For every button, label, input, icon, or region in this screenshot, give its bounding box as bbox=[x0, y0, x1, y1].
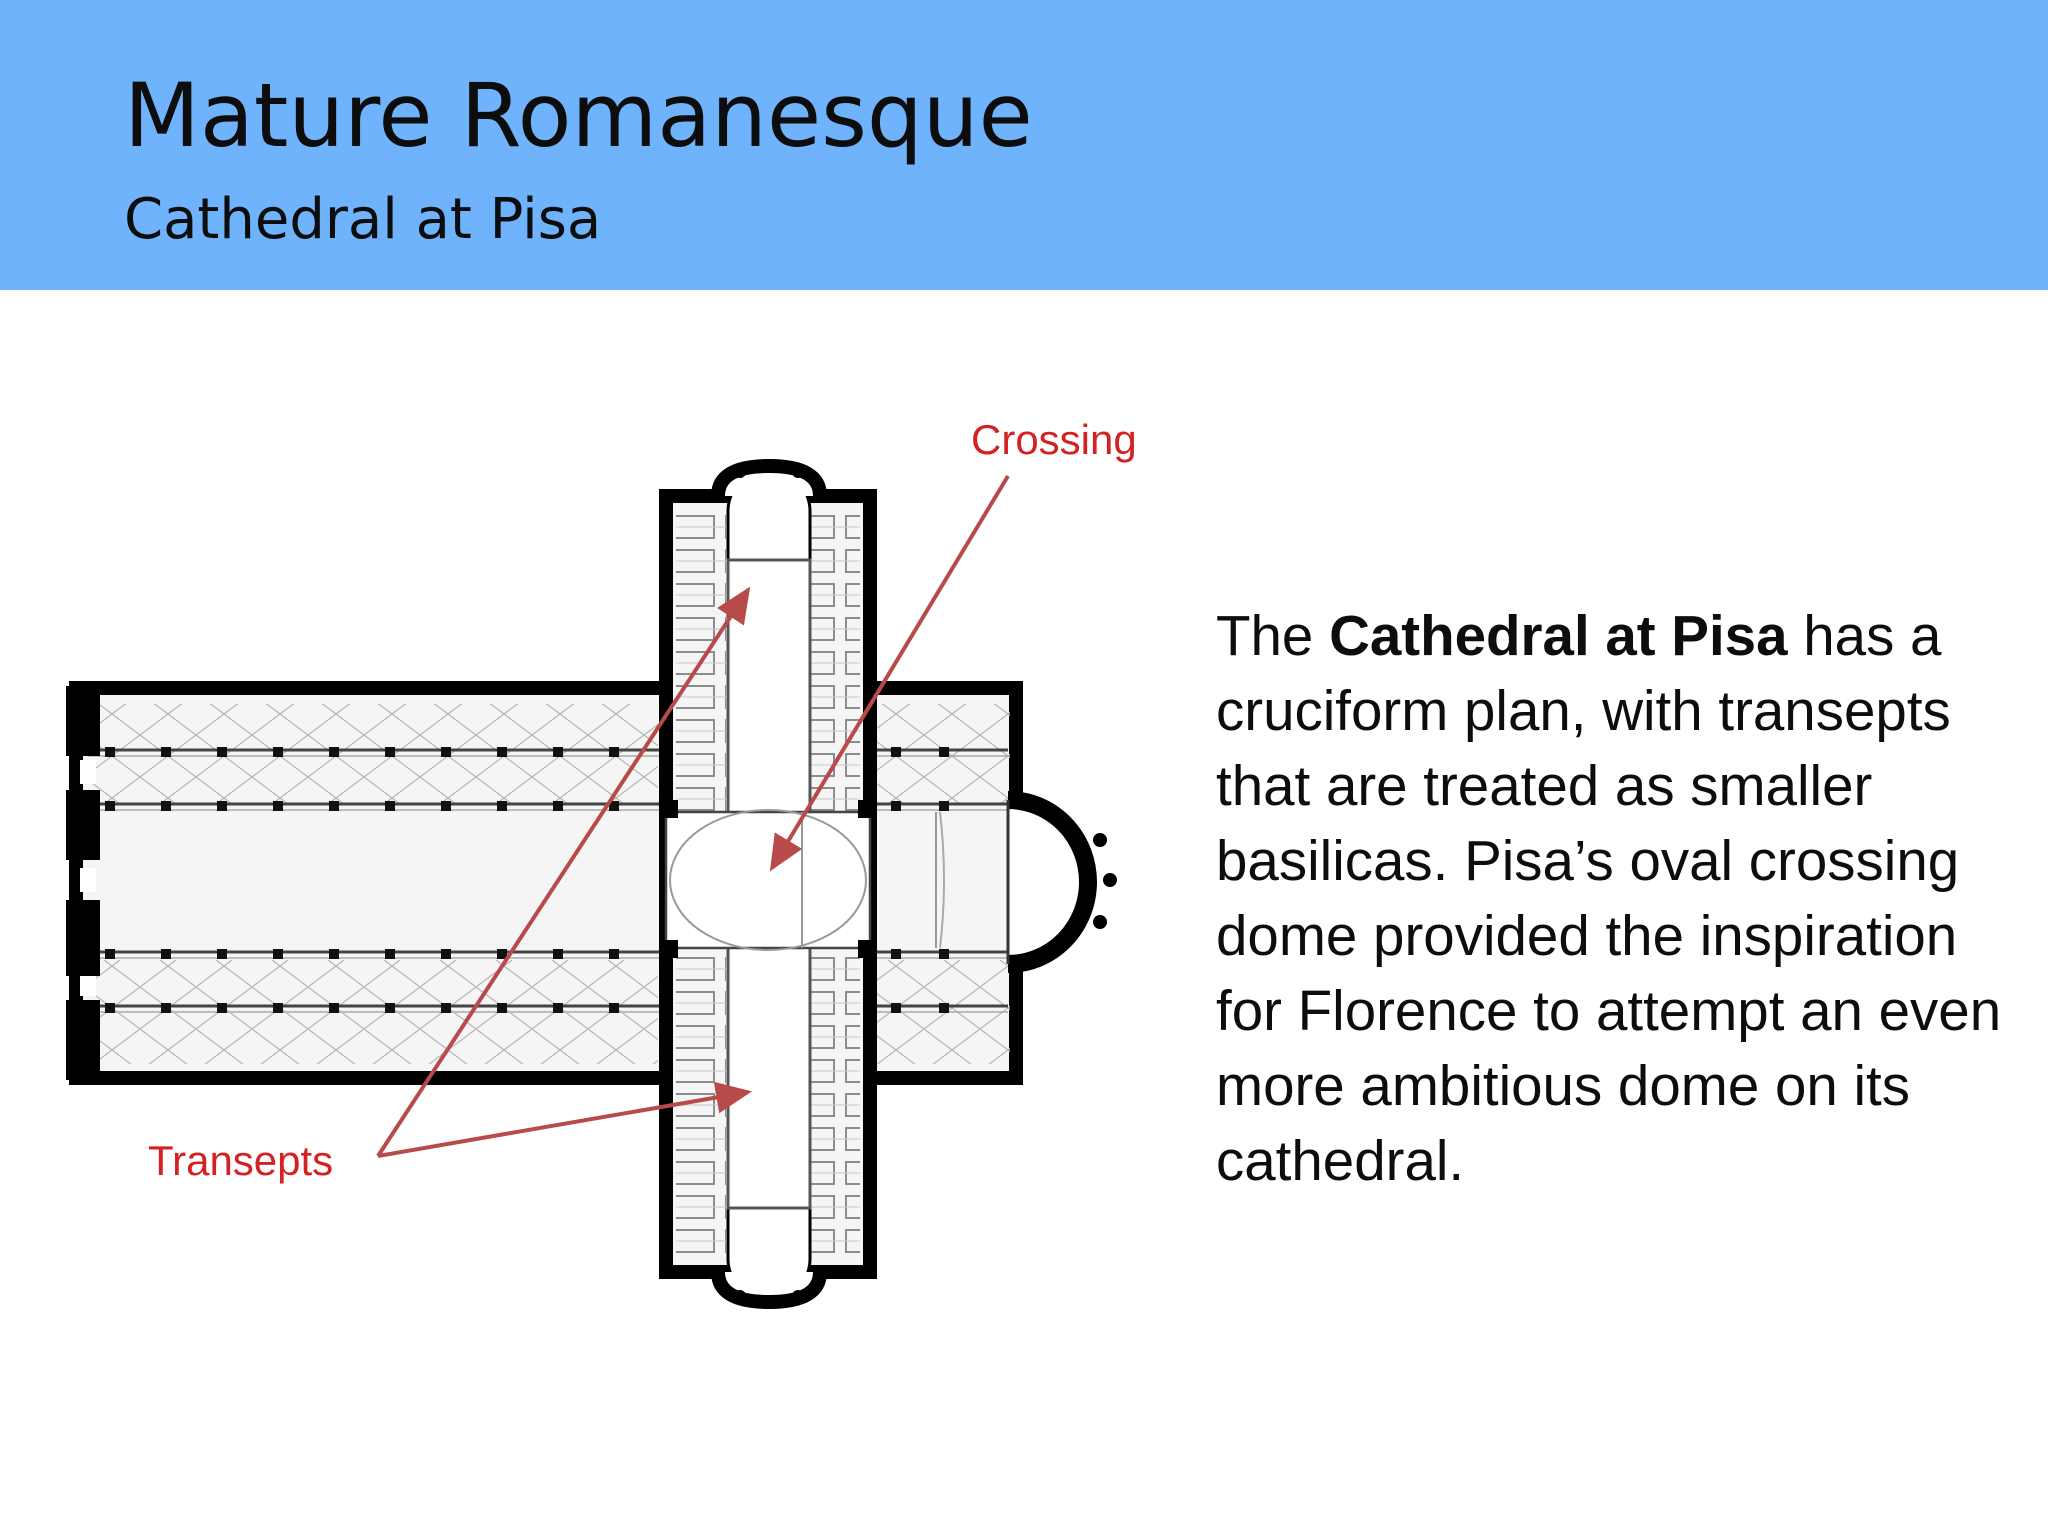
nave-pier bbox=[609, 949, 619, 959]
slide-subtitle: Cathedral at Pisa bbox=[124, 187, 602, 252]
nave-pier bbox=[217, 801, 227, 811]
nave-pier bbox=[441, 801, 451, 811]
nave-pier bbox=[609, 801, 619, 811]
transepts-label: Transepts bbox=[148, 1137, 334, 1184]
nave-pier bbox=[105, 949, 115, 959]
nave-pier bbox=[273, 949, 283, 959]
nave-pier bbox=[441, 949, 451, 959]
nave-pier bbox=[441, 1003, 451, 1013]
choir-pier bbox=[891, 949, 901, 959]
nave-pier bbox=[385, 949, 395, 959]
title-bar: Mature Romanesque Cathedral at Pisa bbox=[0, 0, 2048, 290]
nave-pier bbox=[161, 1003, 171, 1013]
choir-pier bbox=[891, 1003, 901, 1013]
nave-pier bbox=[161, 747, 171, 757]
body-paragraph: The Cathedral at Pisa has a cruciform pl… bbox=[1216, 598, 2016, 1198]
choir-pier bbox=[939, 747, 949, 757]
transept-arrow-upper bbox=[376, 586, 751, 1158]
body-text-start: The bbox=[1216, 604, 1330, 667]
apse bbox=[1006, 791, 1117, 973]
nave-pier bbox=[385, 1003, 395, 1013]
choir-pier bbox=[939, 801, 949, 811]
nave-pier bbox=[105, 747, 115, 757]
nave-pier bbox=[329, 1003, 339, 1013]
nave-pier bbox=[609, 1003, 619, 1013]
nave-pier bbox=[105, 801, 115, 811]
nave-pier bbox=[329, 801, 339, 811]
choir-pier bbox=[939, 1003, 949, 1013]
nave-piers bbox=[105, 747, 949, 1013]
crossing-area bbox=[660, 800, 945, 958]
body-text-rest: has a cruciform plan, with transepts tha… bbox=[1216, 604, 2002, 1192]
body-text-emphasis: Cathedral at Pisa bbox=[1329, 604, 1788, 667]
slide-title: Mature Romanesque bbox=[124, 64, 1033, 167]
nave-pier bbox=[497, 1003, 507, 1013]
nave-pier bbox=[329, 949, 339, 959]
choir-pier bbox=[891, 801, 901, 811]
annotation-arrows bbox=[376, 474, 1010, 1158]
nave-pier bbox=[553, 949, 563, 959]
nave-pier bbox=[273, 747, 283, 757]
nave-pier bbox=[553, 1003, 563, 1013]
nave-pier bbox=[273, 1003, 283, 1013]
nave-pier bbox=[497, 747, 507, 757]
choir-pier bbox=[939, 949, 949, 959]
nave-pier bbox=[609, 747, 619, 757]
crossing-arrow bbox=[769, 474, 1010, 872]
nave-pier bbox=[217, 1003, 227, 1013]
nave-pier bbox=[105, 1003, 115, 1013]
nave-pier bbox=[385, 747, 395, 757]
nave-pier bbox=[161, 949, 171, 959]
nave-pier bbox=[497, 801, 507, 811]
nave-pier bbox=[217, 747, 227, 757]
nave-pier bbox=[553, 747, 563, 757]
nave-pier bbox=[497, 949, 507, 959]
nave-pier bbox=[161, 801, 171, 811]
nave-pier bbox=[385, 801, 395, 811]
nave-pier bbox=[273, 801, 283, 811]
choir-pier bbox=[891, 747, 901, 757]
nave-pier bbox=[217, 949, 227, 959]
floor-plan-diagram bbox=[66, 458, 1117, 1310]
nave-pier bbox=[329, 747, 339, 757]
nave-pier bbox=[441, 747, 451, 757]
nave-pier bbox=[553, 801, 563, 811]
crossing-label: Crossing bbox=[971, 416, 1137, 463]
transept-arrow-lower bbox=[377, 1081, 752, 1158]
